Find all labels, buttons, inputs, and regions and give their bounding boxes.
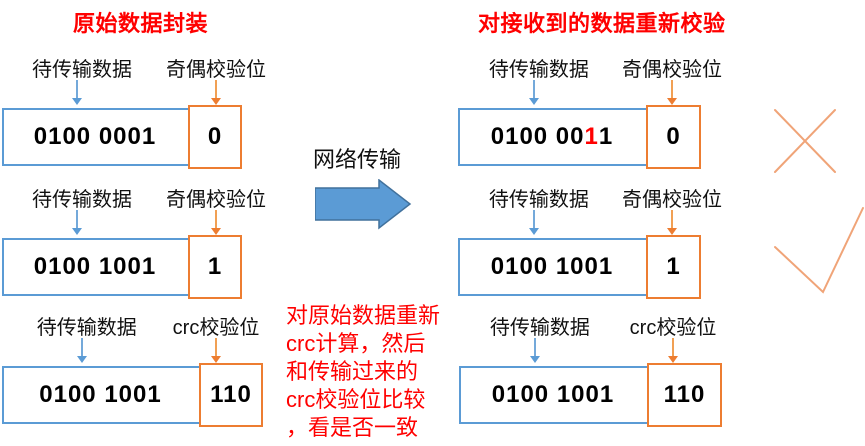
note-line: crc校验位比较 (286, 387, 426, 412)
check-mark-icon (774, 207, 864, 294)
network-transfer-label: 网络传输 (313, 147, 402, 172)
down-arrow-icon (76, 338, 87, 363)
data-bits: 0100 1001 (2, 238, 188, 296)
bits-prefix: 0100 1001 (33, 253, 157, 280)
down-arrow-icon (668, 338, 678, 363)
bits-suffix: 1 (598, 123, 614, 150)
down-arrow-icon (530, 338, 541, 363)
data-frame: 0100 1001 110 (2, 363, 263, 427)
check-field: 1 (646, 235, 701, 299)
bits-prefix: 0100 1001 (490, 253, 614, 280)
check-label: crc校验位 (629, 317, 717, 339)
data-label: 待传输数据 (31, 59, 132, 81)
x-mark-icon (774, 109, 836, 173)
check-field: 0 (188, 105, 242, 169)
data-bits: 0100 1001 (458, 238, 646, 296)
down-arrow-icon (667, 210, 677, 235)
check-bits: 110 (210, 381, 252, 408)
check-label: 奇偶校验位 (622, 59, 722, 81)
check-bits: 1 (666, 253, 681, 280)
check-label: 奇偶校验位 (166, 189, 266, 211)
check-bits: 0 (666, 123, 681, 150)
check-field: 0 (646, 105, 701, 169)
down-arrow-icon (211, 80, 221, 105)
data-label: 待传输数据 (488, 59, 589, 81)
bits-prefix: 0100 1001 (39, 381, 162, 408)
down-arrow-icon (529, 210, 540, 235)
data-frame: 0100 1001 110 (459, 363, 722, 427)
check-field: 1 (188, 235, 242, 299)
down-arrow-icon (211, 338, 221, 363)
bits-prefix: 0100 0001 (33, 123, 157, 150)
down-arrow-icon (72, 80, 83, 105)
note-line: 对原始数据重新 (286, 303, 441, 328)
data-frame: 0100 0001 0 (2, 105, 242, 169)
data-label: 待传输数据 (488, 189, 589, 211)
data-bits: 0100 1001 (459, 366, 647, 424)
down-arrow-icon (529, 80, 540, 105)
data-frame: 0100 1001 1 (2, 235, 242, 299)
bits-prefix: 0100 1001 (491, 381, 615, 408)
bits-prefix: 0100 00 (490, 123, 585, 150)
data-label: 待传输数据 (36, 317, 137, 339)
data-frame: 0100 1001 1 (458, 235, 701, 299)
network-transfer-arrow-icon (315, 179, 412, 230)
check-bits: 1 (207, 253, 223, 280)
check-label: 奇偶校验位 (622, 189, 722, 211)
check-field: 110 (199, 363, 263, 427)
bits-flipped: 1 (584, 123, 599, 150)
check-bits: 0 (207, 123, 223, 150)
data-label: 待传输数据 (489, 317, 590, 339)
check-label: 奇偶校验位 (166, 59, 266, 81)
data-bits: 0100 1001 (2, 366, 199, 424)
check-bits: 110 (663, 381, 706, 408)
right-title: 对接收到的数据重新校验 (478, 11, 726, 36)
data-bits: 0100 0001 (2, 108, 188, 166)
note-line: ，看是否一致 (286, 415, 419, 440)
data-label: 待传输数据 (31, 189, 132, 211)
down-arrow-icon (211, 210, 221, 235)
check-label: crc校验位 (172, 317, 260, 339)
check-field: 110 (647, 363, 722, 427)
note-line: 和传输过来的 (286, 359, 419, 384)
crc-compare-note: 对原始数据重新 crc计算，然后 和传输过来的 crc校验位比较 ，看是否一致 (286, 302, 466, 442)
down-arrow-icon (667, 80, 677, 105)
note-line: crc计算，然后 (286, 331, 426, 356)
down-arrow-icon (72, 210, 83, 235)
result-marks (774, 109, 864, 294)
left-title: 原始数据封装 (73, 11, 209, 36)
